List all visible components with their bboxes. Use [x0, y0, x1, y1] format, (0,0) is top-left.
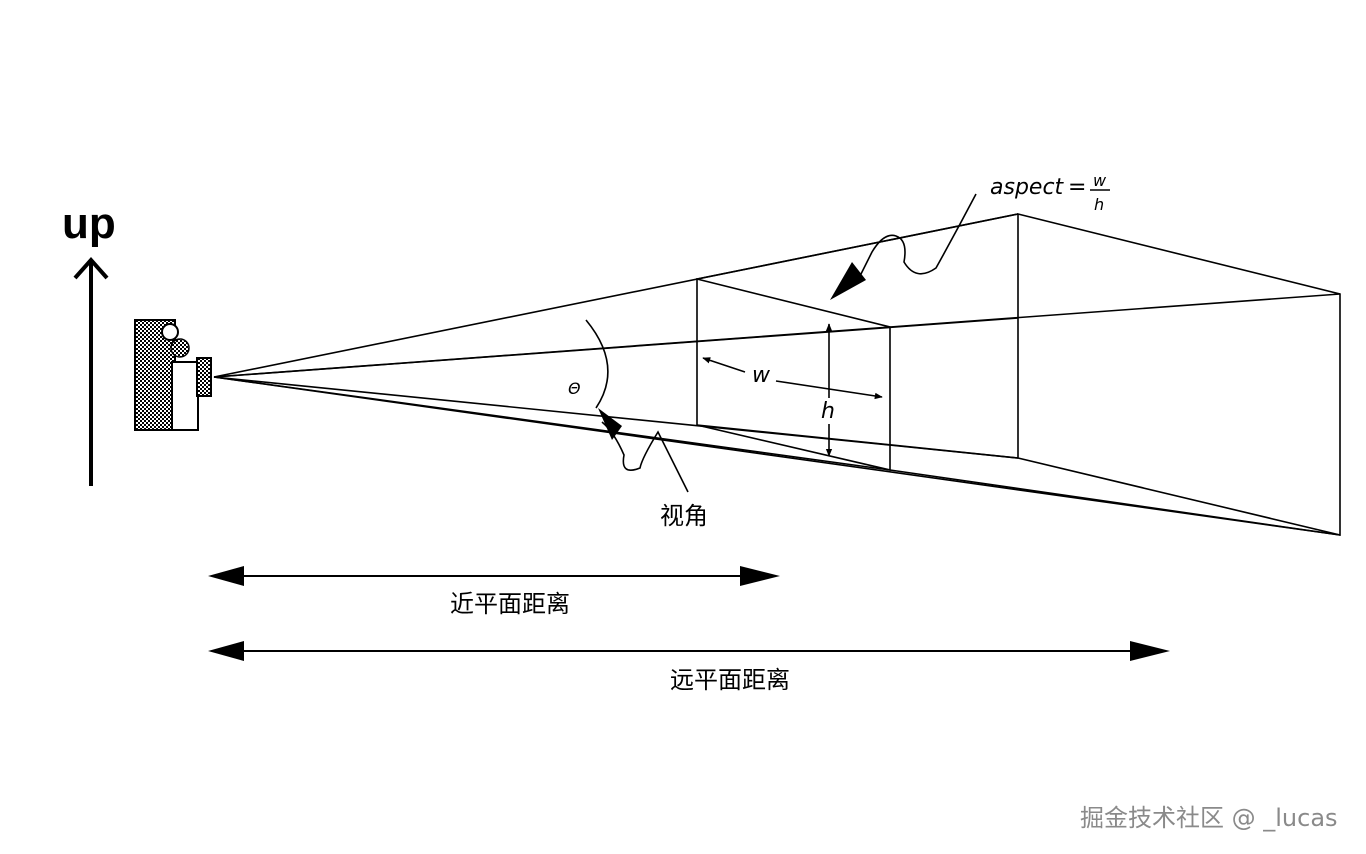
- fov-label: 视角: [660, 502, 708, 530]
- up-arrow: [73, 256, 109, 486]
- height-symbol: h: [821, 399, 835, 424]
- watermark: 掘金技术社区 @ _lucas: [1080, 804, 1338, 832]
- fov-callout: [598, 408, 689, 493]
- aspect-numerator: w: [1093, 171, 1107, 190]
- near-distance-arrow: [208, 566, 780, 586]
- width-arrow: [702, 357, 883, 400]
- frustum-connectors: [696, 213, 1341, 536]
- aspect-denominator: h: [1094, 195, 1104, 214]
- near-distance-label: 近平面距离: [450, 590, 570, 618]
- far-distance-arrow: [208, 641, 1170, 661]
- far-plane: [1017, 212, 1341, 537]
- fov-arc: [585, 319, 609, 409]
- width-symbol: w: [752, 363, 771, 388]
- up-label: up: [62, 199, 116, 248]
- aspect-formula: aspect = w h: [990, 171, 1110, 214]
- camera-icon: [134, 319, 212, 431]
- aspect-label: aspect: [990, 175, 1065, 200]
- aspect-equals: =: [1068, 175, 1086, 200]
- far-distance-label: 远平面距离: [670, 666, 790, 694]
- theta-symbol: Θ: [568, 379, 581, 398]
- aspect-callout: [830, 193, 977, 300]
